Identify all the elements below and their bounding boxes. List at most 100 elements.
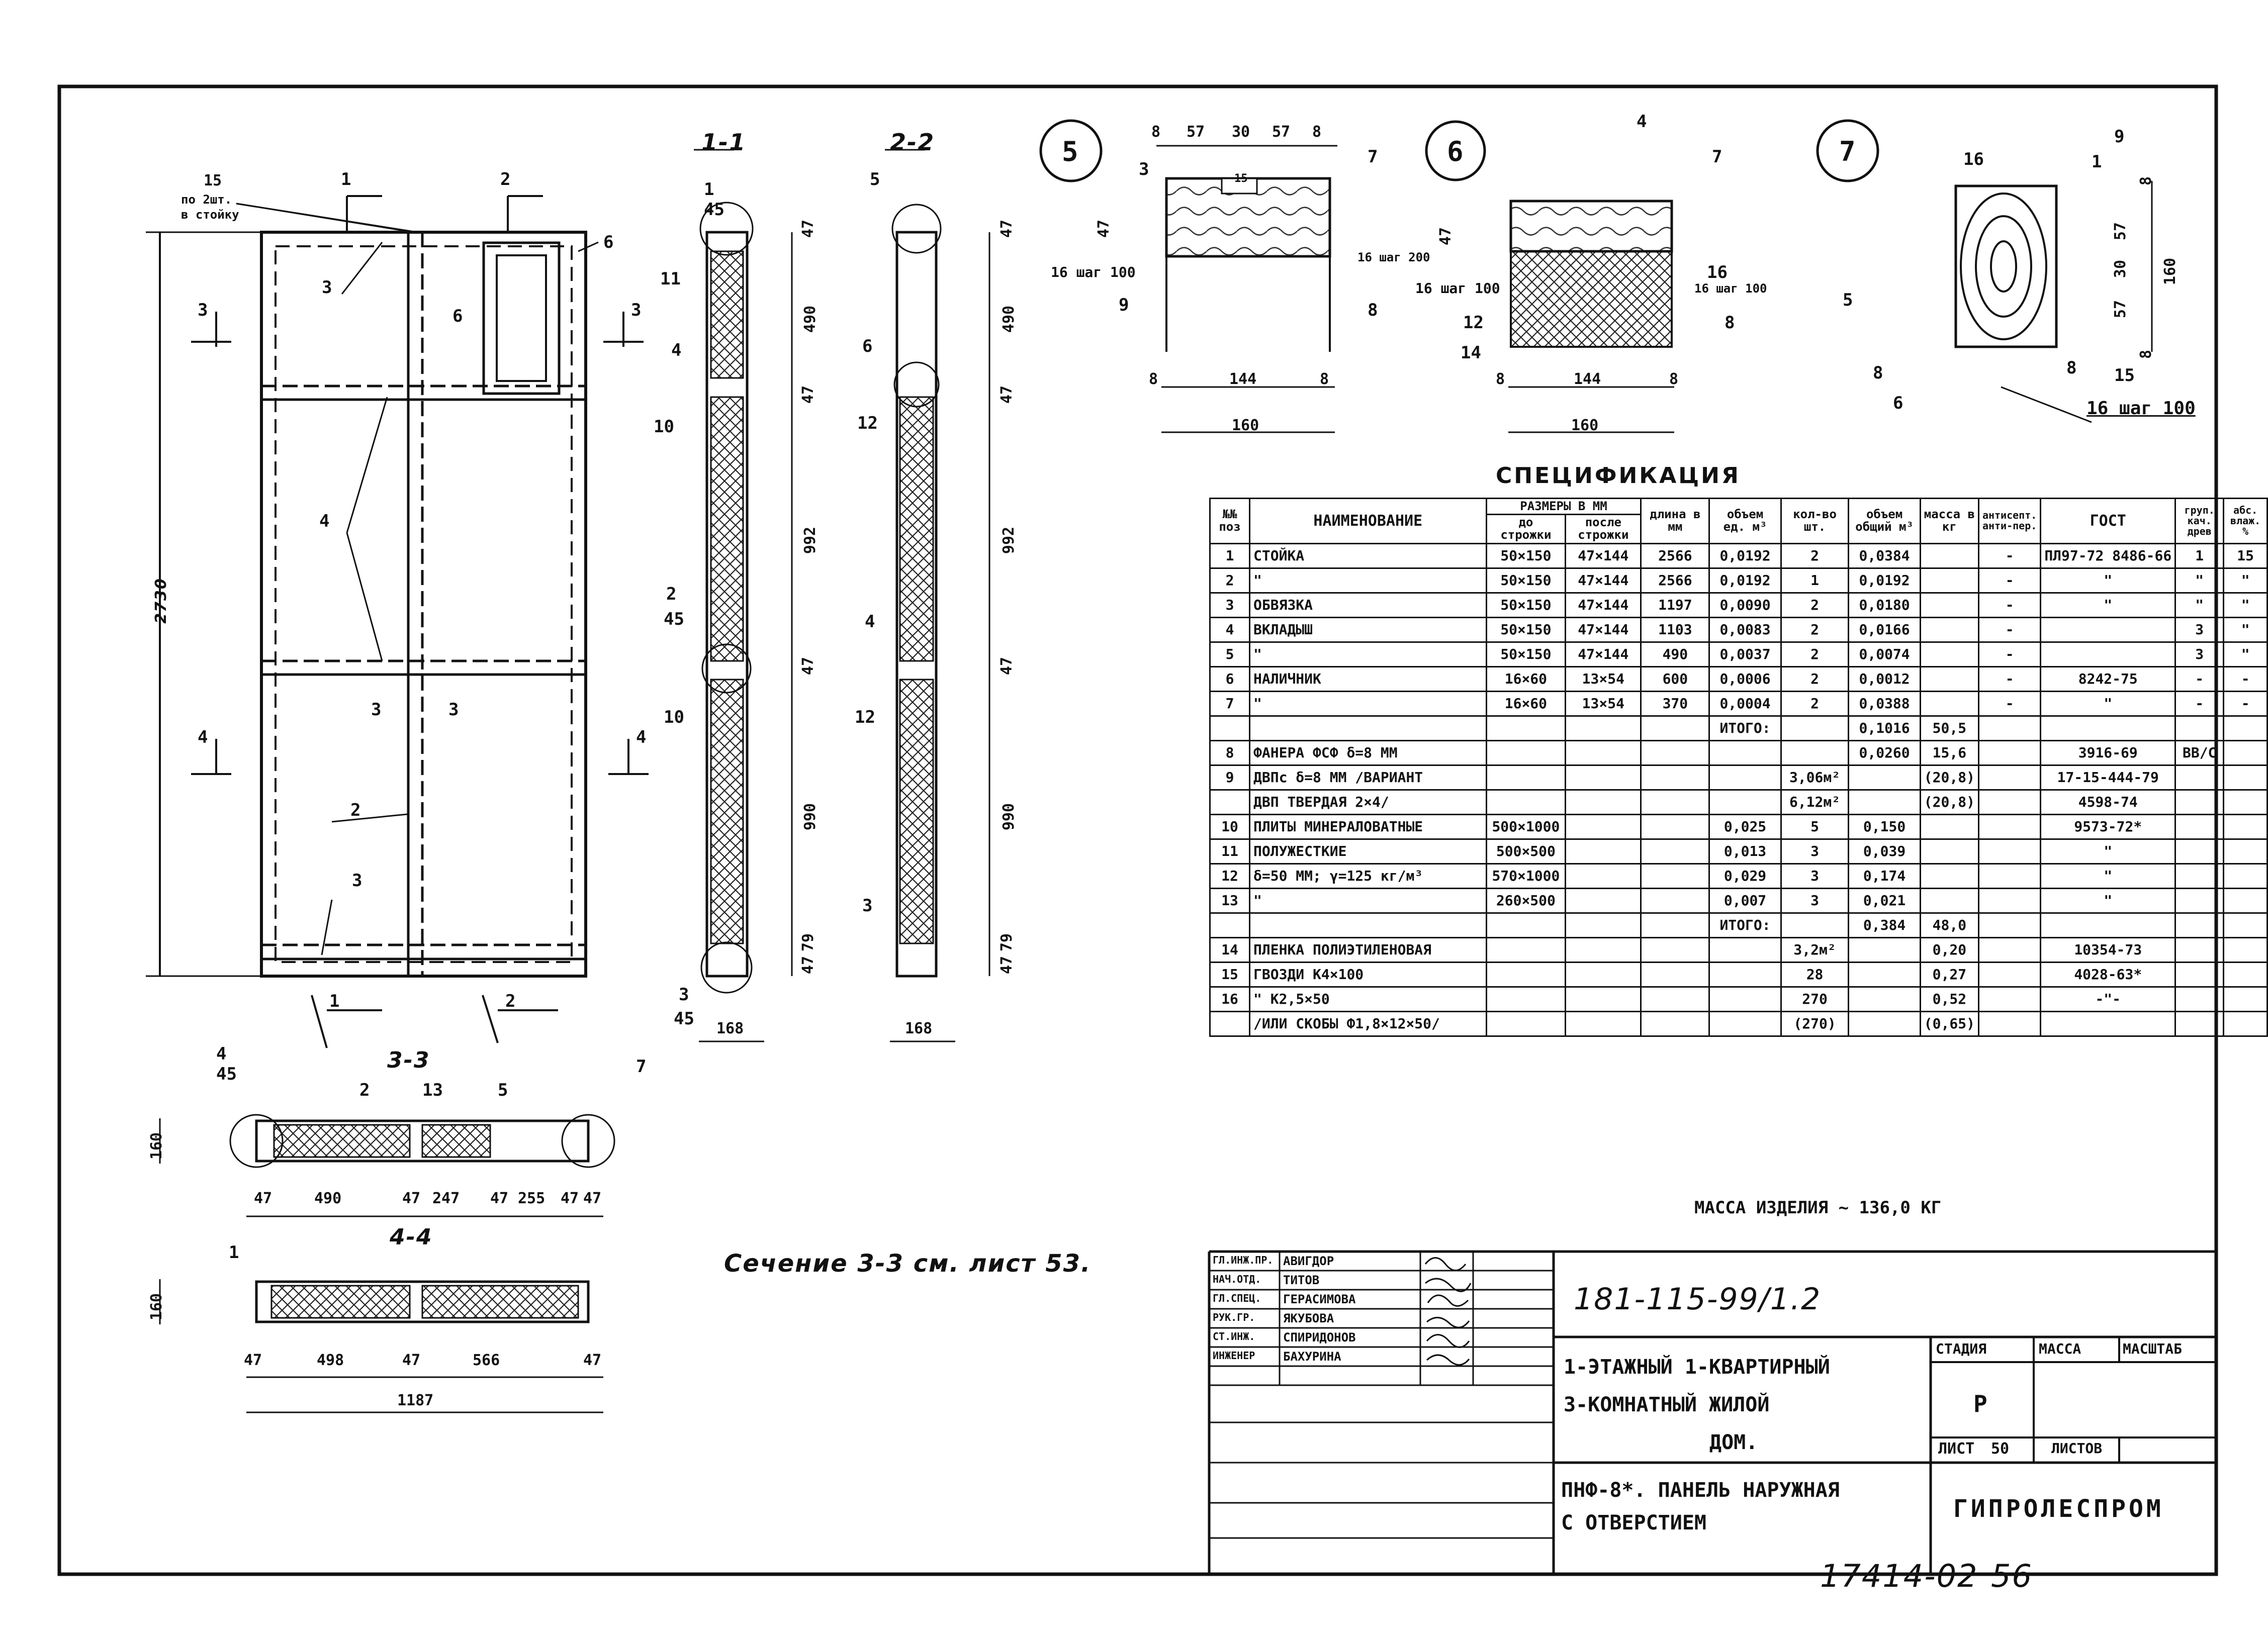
spec-cell: [2040, 715, 2176, 741]
spec-cell: 50×150: [1485, 567, 1567, 594]
project-title-2: ДОМ.: [1709, 1431, 1758, 1454]
spec-cell: 3: [2174, 616, 2225, 643]
cut-mark-3-mid-right: 3: [448, 700, 459, 720]
spec-cell: [1977, 739, 2042, 766]
spec-cell: 570×1000: [1485, 862, 1567, 889]
spec-cell: 0,0192: [1708, 542, 1782, 569]
s22-callout-3: 3: [862, 896, 873, 916]
spec-cell: 500×1000: [1485, 813, 1567, 840]
s11-dim-4: 47: [799, 656, 818, 676]
spec-cell: [1485, 936, 1567, 963]
d7-callout-1: 1: [2092, 152, 2102, 172]
spec-cell: /ИЛИ СКОБЫ Ф1,8×12×50/: [1249, 1010, 1487, 1037]
spec-cell: [1565, 862, 1642, 889]
role-name-2: ГЕРАСИМОВА: [1283, 1292, 1356, 1306]
spec-cell: 600: [1640, 665, 1710, 692]
d6-callout-16: 16: [1707, 262, 1728, 282]
spec-cell: ": [1249, 887, 1487, 914]
s22-dim-1: 490: [1000, 305, 1018, 333]
spec-cell: [2174, 838, 2225, 865]
spec-cell: 3,06м²: [1780, 764, 1850, 791]
d5-bot-dim-0: 8: [1149, 370, 1158, 388]
s22-callout-5: 5: [870, 169, 880, 189]
d5-callout-47: 47: [1095, 219, 1113, 238]
d5-callout-7: 7: [1368, 147, 1378, 167]
spec-cell: 47×144: [1565, 542, 1642, 569]
spec-cell: ФАНЕРА ФСФ δ=8 ММ: [1249, 739, 1487, 766]
spec-cell: ": [1249, 690, 1487, 717]
spec-cell: [1209, 715, 1251, 741]
s33-callout-13: 13: [422, 1080, 443, 1100]
spec-cell: 2: [1209, 567, 1251, 594]
role-name-0: АВИГДОР: [1283, 1254, 1334, 1268]
d5-callout-9: 9: [1119, 295, 1129, 315]
cut-mark-4-right: 4: [636, 727, 647, 747]
mass-label: МАССА: [2039, 1340, 2081, 1357]
spec-cell: ": [2040, 887, 2176, 914]
spec-cell: 7: [1209, 690, 1251, 717]
panel-title-0: ПНФ-8*. ПАНЕЛЬ НАРУЖНАЯ: [1561, 1479, 1840, 1502]
spec-cell: ГВОЗДИ К4×100: [1249, 961, 1487, 988]
spec-cell: ": [2040, 862, 2176, 889]
spec-cell: 2: [1780, 690, 1850, 717]
s22-callout-12b: 12: [855, 707, 875, 727]
spec-cell: [2223, 1010, 2268, 1037]
s44-dim-4: 47: [583, 1352, 602, 1369]
d6-total: 160: [1571, 417, 1599, 434]
panel-height-dim: 2730: [152, 578, 170, 624]
spec-cell: [2174, 813, 2225, 840]
spec-cell: ": [2040, 838, 2176, 865]
spec-row: ДВП ТВЕРДАЯ 2×4/6,12м²(20,8)4598-74: [1209, 789, 2268, 815]
spec-cell: 1: [2174, 542, 2225, 569]
section-1-1: [694, 149, 793, 1042]
s44-total: 1187: [397, 1392, 434, 1409]
spec-cell: 9573-72*: [2040, 813, 2176, 840]
s11-callout-45b: 45: [664, 609, 684, 629]
spec-cell: [1977, 1010, 2042, 1037]
spec-cell: 0,029: [1708, 862, 1782, 889]
s44-callout-1: 1: [229, 1242, 239, 1263]
spec-header-grade: груп. кач. древ: [2174, 498, 2225, 544]
doc-number: 181-115-99/1.2: [1574, 1282, 1822, 1317]
cut-mark-1-bottom: 1: [329, 991, 340, 1011]
spec-cell: 0,0384: [1848, 542, 1921, 569]
role-title-5: ИНЖЕНЕР: [1213, 1350, 1255, 1362]
spec-cell: 15: [2223, 542, 2268, 569]
spec-cell: [1977, 715, 2042, 741]
s11-callout-10: 10: [654, 417, 674, 437]
spec-cell: ": [2223, 641, 2268, 667]
spec-cell: 50×150: [1485, 616, 1567, 643]
d7-note-0: 16 шаг 100: [2086, 398, 2196, 419]
s33-height: 160: [148, 1132, 166, 1160]
spec-cell: [1485, 789, 1567, 815]
spec-cell: [1640, 986, 1710, 1012]
spec-cell: 0,025: [1708, 813, 1782, 840]
s33-callout-4: 4: [216, 1044, 227, 1064]
spec-cell: 5: [1209, 641, 1251, 667]
spec-cell: 3916-69: [2040, 739, 2176, 766]
d7-dim-4: 8: [2137, 349, 2155, 359]
spec-cell: 2566: [1640, 567, 1710, 594]
spec-cell: [1977, 813, 2042, 840]
spec-cell: [1485, 912, 1567, 938]
d6-note-0: 16 шаг 100: [1415, 280, 1500, 297]
spec-cell: 0,0388: [1848, 690, 1921, 717]
spec-cell: ПЛЕНКА ПОЛИЭТИЛЕНОВАЯ: [1249, 936, 1487, 963]
spec-cell: [1708, 764, 1782, 791]
spec-cell: [1977, 936, 2042, 963]
spec-title: СПЕЦИФИКАЦИЯ: [1496, 463, 1741, 489]
spec-cell: 0,0166: [1848, 616, 1921, 643]
spec-cell: ИТОГО:: [1708, 912, 1782, 938]
spec-cell: [1977, 986, 2042, 1012]
mass-note: МАССА ИЗДЕЛИЯ ~ 136,0 КГ: [1694, 1198, 1942, 1218]
s44-dim-3: 566: [473, 1352, 500, 1369]
spec-cell: [1640, 838, 1710, 865]
s11-callout-10b: 10: [664, 707, 684, 727]
spec-cell: 28: [1780, 961, 1850, 988]
d6-callout-4: 4: [1637, 112, 1647, 132]
spec-cell: 50×150: [1485, 641, 1567, 667]
nail-note-2: по 2шт.: [181, 193, 232, 207]
spec-cell: 1: [1780, 567, 1850, 594]
